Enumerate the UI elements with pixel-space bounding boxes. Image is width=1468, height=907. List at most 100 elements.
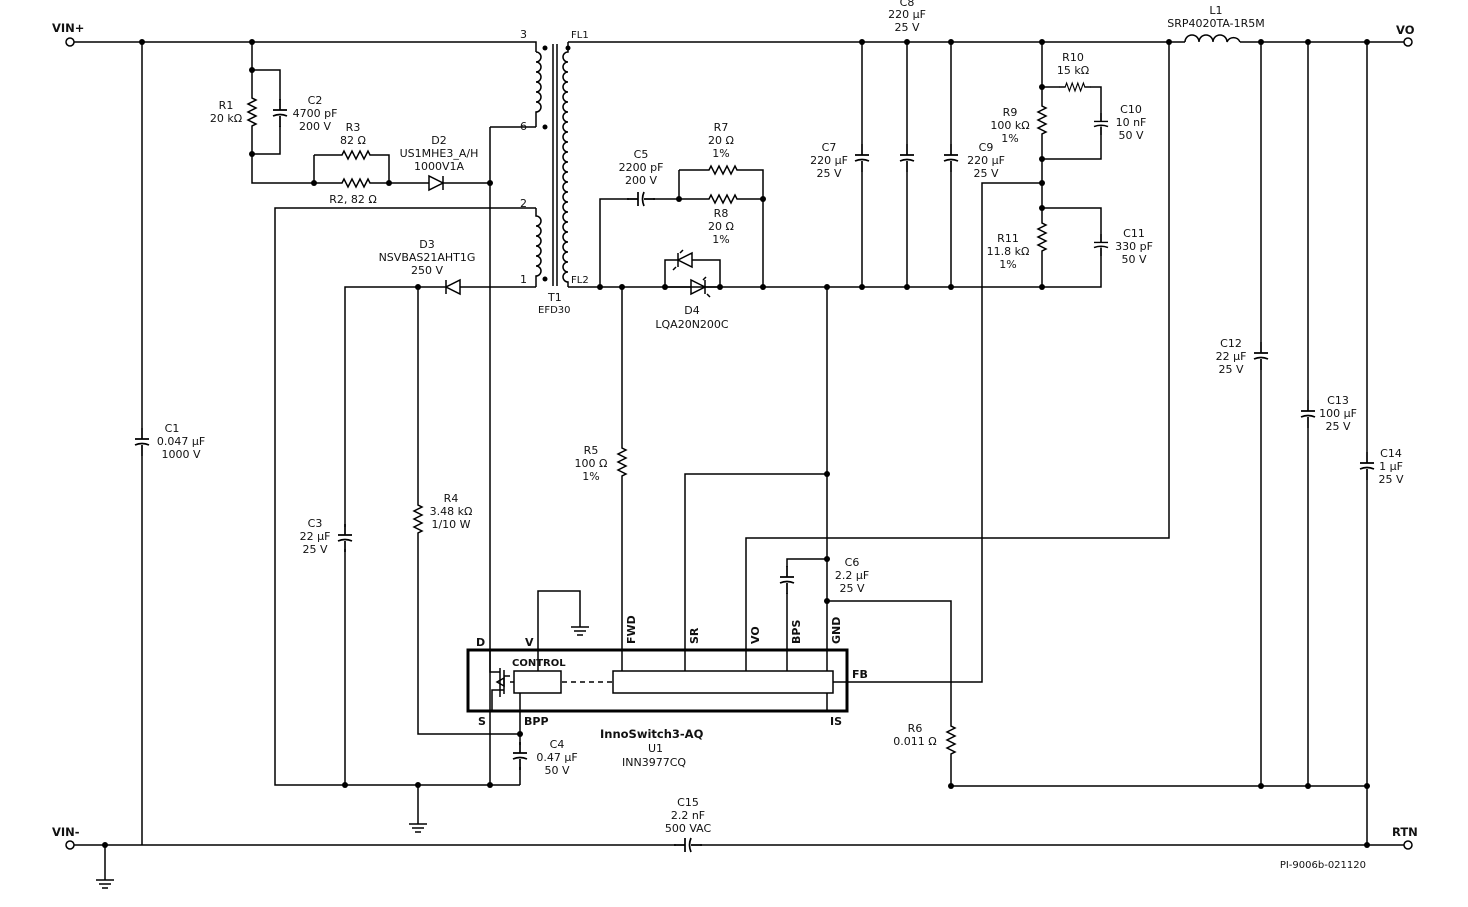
capacitor-c3-icon: [337, 523, 353, 553]
c8-value: 220 µF: [888, 8, 926, 21]
c4-ref: C4: [550, 738, 565, 751]
primary-ground-icon: [408, 811, 428, 833]
r1-value: 20 kΩ: [210, 112, 242, 125]
c6-rating: 25 V: [839, 582, 864, 595]
c10-rating: 50 V: [1118, 129, 1143, 142]
r7-value: 20 Ω: [708, 134, 734, 147]
c12-rating: 25 V: [1218, 363, 1243, 376]
capacitor-c5-icon: [626, 191, 656, 207]
c1-ref: C1: [165, 422, 180, 435]
c3-ref: C3: [308, 517, 323, 530]
r5-ref: R5: [584, 444, 599, 457]
c7-rating: 25 V: [816, 167, 841, 180]
transformer-t1: 3 6 2 1 FL1 FL2 T1 EFD30: [520, 28, 589, 316]
vin-neg-label: VIN-: [52, 825, 80, 839]
c13-rating: 25 V: [1325, 420, 1350, 433]
d2-part: US1MHE3_A/H: [400, 147, 479, 160]
t1-pin-fl1: FL1: [571, 30, 589, 41]
r1-ref: R1: [219, 99, 234, 112]
t1-ref: T1: [547, 291, 562, 304]
c11-rating: 50 V: [1121, 253, 1146, 266]
c10-ref: C10: [1120, 103, 1142, 116]
pin-s-label: S: [478, 715, 486, 728]
r7-ref: R7: [714, 121, 729, 134]
drawing-id: PI-9006b-021120: [1280, 860, 1366, 871]
d3-ref: D3: [419, 238, 434, 251]
r8-ref: R8: [714, 207, 729, 220]
pin-sr-label: SR: [688, 627, 701, 644]
resistor-r7-icon: [700, 165, 746, 175]
t1-pin-1: 1: [520, 273, 527, 286]
c14-ref: C14: [1380, 447, 1402, 460]
r4-ref: R4: [444, 492, 459, 505]
c14-value: 1 µF: [1379, 460, 1403, 473]
r6-ref: R6: [908, 722, 923, 735]
r7-tolerance: 1%: [712, 147, 729, 160]
c3-rating: 25 V: [302, 543, 327, 556]
d2-ref: D2: [431, 134, 446, 147]
capacitor-c4-icon: [512, 741, 528, 771]
c3-value: 22 µF: [300, 530, 331, 543]
pin-gnd-label: GND: [830, 617, 843, 644]
t1-pin-6: 6: [520, 120, 527, 133]
c9-ref: C9: [979, 141, 994, 154]
r11-value: 11.8 kΩ: [987, 245, 1030, 258]
capacitor-c9-icon: [943, 143, 959, 173]
c15-rating: 500 VAC: [665, 822, 712, 835]
u1-part: INN3977CQ: [622, 756, 686, 769]
c12-ref: C12: [1220, 337, 1242, 350]
r4-rating: 1/10 W: [431, 518, 470, 531]
c5-value: 2200 pF: [619, 161, 664, 174]
c2-value: 4700 pF: [293, 107, 338, 120]
r11-ref: R11: [997, 232, 1019, 245]
junctions: [102, 39, 1370, 848]
pin-d-label: D: [476, 636, 485, 649]
capacitor-c10-icon: [1093, 111, 1109, 137]
c12-value: 22 µF: [1216, 350, 1247, 363]
resistor-r6-icon: [946, 717, 956, 763]
vin-pos-label: VIN+: [52, 21, 84, 35]
capacitor-c11-icon: [1093, 232, 1109, 258]
c2-ref: C2: [308, 94, 323, 107]
capacitor-c15-icon: [673, 837, 703, 853]
resistor-r9-icon: [1037, 97, 1047, 143]
capacitor-c6-icon: [779, 565, 795, 595]
diode-d3-icon: [444, 278, 462, 296]
c6-value: 2.2 µF: [835, 569, 869, 582]
ic-u1: D V CONTROL FWD SR VO BPS GND S BPP IS F…: [466, 615, 868, 769]
u1-ref: U1: [648, 742, 663, 755]
resistor-r5-icon: [617, 439, 627, 485]
r6-value: 0.011 Ω: [893, 735, 936, 748]
resistor-r8-icon: [700, 194, 746, 204]
u1-family: InnoSwitch3-AQ: [600, 727, 704, 741]
capacitor-c7-icon: [854, 143, 870, 173]
r10-value: 15 kΩ: [1057, 64, 1089, 77]
r9-tolerance: 1%: [1001, 132, 1018, 145]
c1-value: 0.047 µF: [157, 435, 205, 448]
capacitor-c13-icon: [1300, 399, 1316, 429]
c4-rating: 50 V: [544, 764, 569, 777]
d3-part: NSVBAS21AHT1G: [379, 251, 476, 264]
c6-ref: C6: [845, 556, 860, 569]
l1-ref: L1: [1209, 4, 1222, 17]
resistor-r10-icon: [1058, 82, 1092, 92]
pin-vo-label: VO: [749, 626, 762, 644]
pin-v-label: V: [525, 636, 534, 649]
r5-tolerance: 1%: [582, 470, 599, 483]
pin-bpp-label: BPP: [524, 715, 549, 728]
c11-ref: C11: [1123, 227, 1145, 240]
r8-value: 20 Ω: [708, 220, 734, 233]
c5-ref: C5: [634, 148, 649, 161]
v-pin-ground-icon: [570, 614, 590, 636]
l1-part: SRP4020TA-1R5M: [1167, 17, 1265, 30]
t1-pin-3: 3: [520, 28, 527, 41]
component-labels: C1 0.047 µF 1000 V R1 20 kΩ C2 4700 pF 2…: [157, 0, 1404, 871]
c11-value: 330 pF: [1115, 240, 1153, 253]
c8-ref: C8: [900, 0, 915, 9]
vo-label: VO: [1396, 23, 1415, 37]
d2-rating: 1000V1A: [414, 160, 465, 173]
inductor-l1-icon: [1184, 34, 1241, 43]
r4-value: 3.48 kΩ: [430, 505, 473, 518]
c9-value: 220 µF: [967, 154, 1005, 167]
rtn-label: RTN: [1392, 825, 1418, 839]
